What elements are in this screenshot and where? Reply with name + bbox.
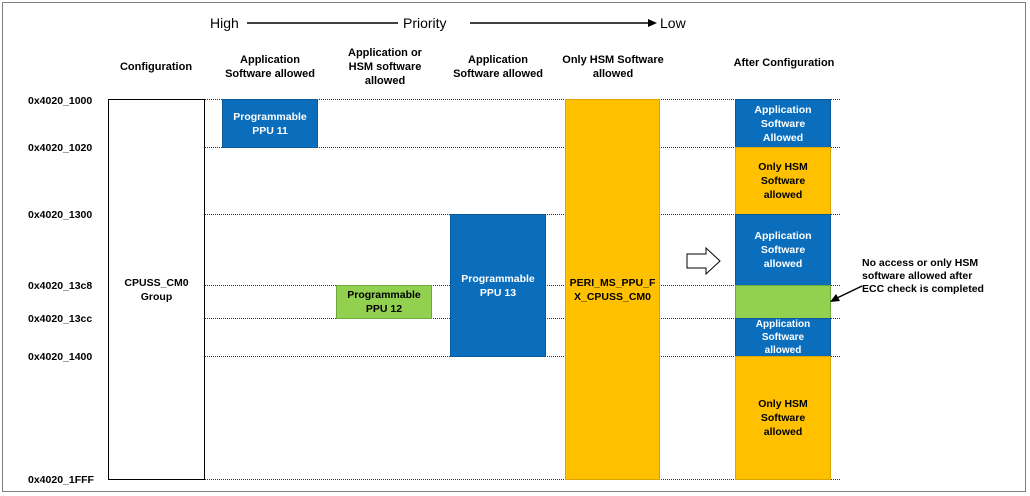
priority-arrow — [247, 19, 657, 27]
priority-arrowhead — [648, 19, 657, 27]
peri-ms-ppu-fx-cpuss-cm0-box: PERI_MS_PPU_F X_CPUSS_CM0 — [565, 99, 660, 480]
address-label: 0x4020_13cc — [28, 313, 93, 325]
priority-low-label: Low — [660, 15, 686, 31]
header-after-configuration: After Configuration — [733, 57, 835, 69]
programmable-ppu-12-box: Programmable PPU 12 — [336, 285, 432, 319]
cpuss-cm0-group-box: CPUSS_CM0 Group — [108, 99, 205, 480]
right-arrow-icon — [686, 246, 721, 276]
address-line — [108, 99, 840, 100]
address-line — [108, 479, 840, 480]
after-seg-app-allowed-2: Application Software allowed — [735, 214, 831, 286]
priority-high-label: High — [210, 15, 239, 31]
header-only-hsm: Only HSM Software allowed — [562, 54, 664, 80]
header-app-software-2: Application Software allowed — [453, 54, 543, 80]
address-label: 0x4020_1FFF — [28, 474, 94, 486]
programmable-ppu-11-box: Programmable PPU 11 — [222, 99, 318, 148]
ecc-note: No access or only HSM software allowed a… — [862, 257, 984, 295]
header-configuration: Configuration — [119, 61, 193, 73]
header-app-or-hsm: Application or HSM software allowed — [348, 47, 422, 87]
priority-label: Priority — [403, 15, 447, 31]
programmable-ppu-13-box: Programmable PPU 13 — [450, 214, 546, 357]
after-seg-only-hsm-1: Only HSM Software allowed — [735, 147, 831, 215]
header-app-software-1: Application Software allowed — [225, 54, 315, 80]
after-seg-only-hsm-2: Only HSM Software allowed — [735, 356, 831, 480]
address-line — [108, 147, 840, 148]
address-label: 0x4020_1000 — [28, 95, 93, 107]
address-label: 0x4020_13c8 — [28, 280, 93, 292]
address-label: 0x4020_1020 — [28, 142, 93, 154]
note-pointer-arrow — [830, 285, 863, 302]
after-seg-no-access — [735, 285, 831, 319]
address-label: 0x4020_1300 — [28, 209, 93, 221]
after-seg-app-allowed-1: Application Software Allowed — [735, 99, 831, 148]
address-label: 0x4020_1400 — [28, 351, 93, 363]
after-seg-app-allowed-3: Application Software allowed — [735, 318, 831, 357]
